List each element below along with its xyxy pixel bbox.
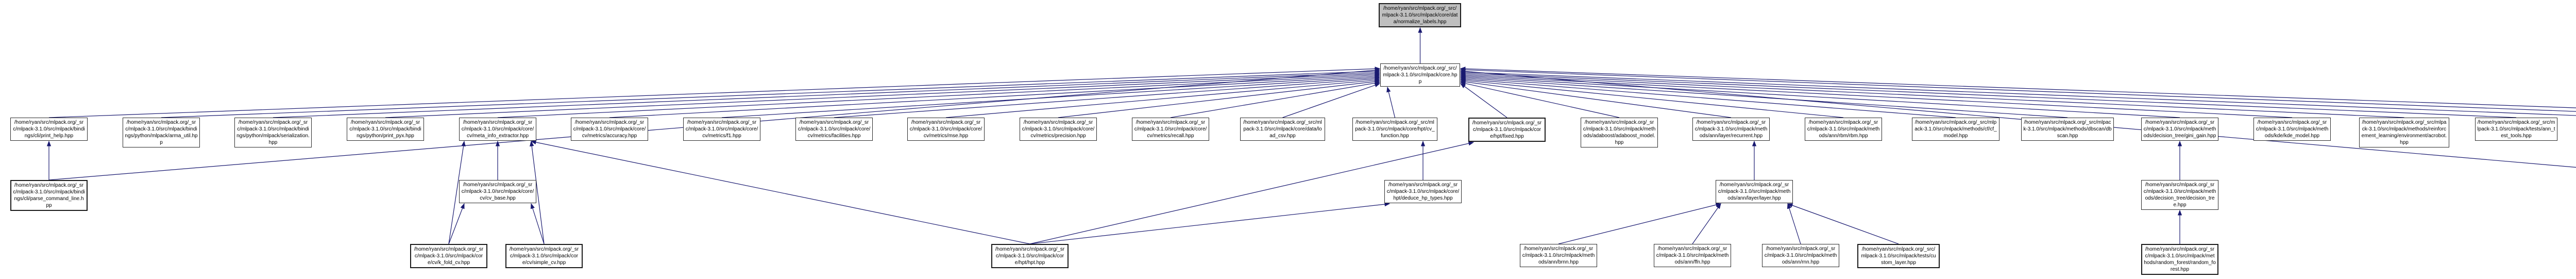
node-label: /home/ryan/src/mlpack.org/_src/mlpack-3.… [573,120,646,139]
graph-node-mse[interactable]: /home/ryan/src/mlpack.org/_src/mlpack-3.… [907,118,985,141]
graph-node-brnn[interactable]: /home/ryan/src/mlpack.org/_src/mlpack-3.… [1520,244,1597,267]
graph-node-accuracy[interactable]: /home/ryan/src/mlpack.org/_src/mlpack-3.… [571,118,648,141]
node-label: /home/ryan/src/mlpack.org/_src/mlpack-3.… [1861,247,1936,266]
graph-node-random_forest[interactable]: /home/ryan/src/mlpack.org/_src/mlpack-3.… [2141,244,2218,275]
graph-node-decision_tree[interactable]: /home/ryan/src/mlpack.org/_src/mlpack-3.… [2141,180,2218,210]
graph-node-simple_cv[interactable]: /home/ryan/src/mlpack.org/_src/mlpack-3.… [505,244,583,268]
node-label: /home/ryan/src/mlpack.org/_src/mlpack-3.… [1807,120,1880,139]
node-label: /home/ryan/src/mlpack.org/_src/mlpack-3.… [236,120,310,145]
graph-node-deduce_hp_types[interactable]: /home/ryan/src/mlpack.org/_src/mlpack-3.… [1384,180,1462,203]
node-label: /home/ryan/src/mlpack.org/_src/mlpack-3.… [509,247,579,266]
node-label: /home/ryan/src/mlpack.org/_src/mlpack-3.… [13,183,85,208]
node-label: /home/ryan/src/mlpack.org/_src/mlpack-3.… [1522,246,1595,265]
node-label: /home/ryan/src/mlpack.org/_src/mlpack-3.… [1386,182,1460,201]
node-label: /home/ryan/src/mlpack.org/_src/mlpack-3.… [2361,120,2447,145]
graph-node-custom_layer[interactable]: /home/ryan/src/mlpack.org/_src/mlpack-3.… [1857,244,1940,268]
graph-node-dbscan[interactable]: /home/ryan/src/mlpack.org/_src/mlpack-3.… [2021,118,2114,141]
graph-node-hpt[interactable]: /home/ryan/src/mlpack.org/_src/mlpack-3.… [991,244,1069,268]
node-label: /home/ryan/src/mlpack.org/_src/mlpack-3.… [1583,120,1656,145]
node-label: /home/ryan/src/mlpack.org/_src/mlpack-3.… [2477,120,2555,139]
node-label: /home/ryan/src/mlpack.org/_src/mlpack-3.… [1134,120,1207,139]
graph-node-cf_model[interactable]: /home/ryan/src/mlpack.org/_src/mlpack-3.… [1912,118,1999,141]
node-label: /home/ryan/src/mlpack.org/_src/mlpack-3.… [995,247,1065,266]
graph-node-f1[interactable]: /home/ryan/src/mlpack.org/_src/mlpack-3.… [683,118,760,141]
graph-node-load_csv[interactable]: /home/ryan/src/mlpack.org/_src/mlpack-3.… [1240,118,1325,141]
graph-node-ffn[interactable]: /home/ryan/src/mlpack.org/_src/mlpack-3.… [1654,244,1731,267]
graph-node-kde_model[interactable]: /home/ryan/src/mlpack.org/_src/mlpack-3.… [2253,118,2331,141]
node-label: /home/ryan/src/mlpack.org/_src/mlpack-3.… [2256,120,2329,139]
graph-node-core[interactable]: /home/ryan/src/mlpack.org/_src/mlpack-3.… [1380,63,1460,87]
node-label: /home/ryan/src/mlpack.org/_src/mlpack-3.… [1243,120,1322,139]
graph-node-parse_command_line[interactable]: /home/ryan/src/mlpack.org/_src/mlpack-3.… [10,180,88,211]
graph-node-py_serialization[interactable]: /home/ryan/src/mlpack.org/_src/mlpack-3.… [234,118,312,147]
node-label: /home/ryan/src/mlpack.org/_src/mlpack-3.… [1355,120,1435,139]
node-label: /home/ryan/src/mlpack.org/_src/mlpack-3.… [1764,246,1837,265]
graph-node-root: /home/ryan/src/mlpack.org/_src/mlpack-3.… [1379,3,1461,27]
graph-node-fixed[interactable]: /home/ryan/src/mlpack.org/_src/mlpack-3.… [1468,118,1546,142]
node-label: /home/ryan/src/mlpack.org/_src/mlpack-3.… [1694,120,1768,139]
graph-node-adaboost_model[interactable]: /home/ryan/src/mlpack.org/_src/mlpack-3.… [1581,118,1658,147]
graph-node-print_pyx[interactable]: /home/ryan/src/mlpack.org/_src/mlpack-3.… [347,118,424,141]
graph-node-recurrent[interactable]: /home/ryan/src/mlpack.org/_src/mlpack-3.… [1692,118,1770,141]
node-label: /home/ryan/src/mlpack.org/_src/mlpack-3.… [349,120,421,139]
node-label: /home/ryan/src/mlpack.org/_src/mlpack-3.… [1022,120,1095,139]
graph-node-rnn[interactable]: /home/ryan/src/mlpack.org/_src/mlpack-3.… [1762,244,1839,267]
graph-node-cv_base[interactable]: /home/ryan/src/mlpack.org/_src/mlpack-3.… [459,180,536,203]
node-label: /home/ryan/src/mlpack.org/_src/mlpack-3.… [2023,120,2112,139]
node-label: /home/ryan/src/mlpack.org/_src/mlpack-3.… [13,120,85,139]
node-label: /home/ryan/src/mlpack.org/_src/mlpack-3.… [2143,120,2216,139]
node-label: /home/ryan/src/mlpack.org/_src/mlpack-3.… [1472,120,1542,139]
graph-node-layer[interactable]: /home/ryan/src/mlpack.org/_src/mlpack-3.… [1716,180,1793,203]
node-label: /home/ryan/src/mlpack.org/_src/mlpack-3.… [1656,246,1729,265]
graph-node-print_help[interactable]: /home/ryan/src/mlpack.org/_src/mlpack-3.… [10,118,88,141]
graph-node-cv_function[interactable]: /home/ryan/src/mlpack.org/_src/mlpack-3.… [1352,118,1437,141]
graph-node-recall[interactable]: /home/ryan/src/mlpack.org/_src/mlpack-3.… [1132,118,1209,141]
node-label: /home/ryan/src/mlpack.org/_src/mlpack-3.… [909,120,982,139]
graph-node-facilities[interactable]: /home/ryan/src/mlpack.org/_src/mlpack-3.… [795,118,873,141]
node-label: /home/ryan/src/mlpack.org/_src/mlpack-3.… [2144,247,2216,272]
node-label: /home/ryan/src/mlpack.org/_src/mlpack-3.… [1914,120,1997,139]
graph-node-k_fold_cv[interactable]: /home/ryan/src/mlpack.org/_src/mlpack-3.… [410,244,487,268]
graph-node-precision[interactable]: /home/ryan/src/mlpack.org/_src/mlpack-3.… [1020,118,1097,141]
graph-node-gini_gain[interactable]: /home/ryan/src/mlpack.org/_src/mlpack-3.… [2141,118,2218,141]
node-label: /home/ryan/src/mlpack.org/_src/mlpack-3.… [1383,65,1458,85]
node-label: /home/ryan/src/mlpack.org/_src/mlpack-3.… [2143,182,2216,208]
node-label: /home/ryan/src/mlpack.org/_src/mlpack-3.… [685,120,758,139]
node-label: /home/ryan/src/mlpack.org/_src/mlpack-3.… [798,120,871,139]
graph-node-meta_info[interactable]: /home/ryan/src/mlpack.org/_src/mlpack-3.… [459,118,536,141]
node-label: /home/ryan/src/mlpack.org/_src/mlpack-3.… [1718,182,1791,201]
graph-node-acrobot[interactable]: /home/ryan/src/mlpack.org/_src/mlpack-3.… [2359,118,2449,147]
node-label: /home/ryan/src/mlpack.org/_src/mlpack-3.… [414,247,484,266]
graph-node-arma_util[interactable]: /home/ryan/src/mlpack.org/_src/mlpack-3.… [123,118,200,147]
node-label: /home/ryan/src/mlpack.org/_src/mlpack-3.… [125,120,198,145]
graph-node-rbm[interactable]: /home/ryan/src/mlpack.org/_src/mlpack-3.… [1805,118,1882,141]
node-label: /home/ryan/src/mlpack.org/_src/mlpack-3.… [1382,6,1458,25]
node-label: /home/ryan/src/mlpack.org/_src/mlpack-3.… [461,182,534,201]
node-label: /home/ryan/src/mlpack.org/_src/mlpack-3.… [461,120,534,139]
graph-node-ann_test_tools[interactable]: /home/ryan/src/mlpack.org/_src/mlpack-3.… [2475,118,2557,141]
